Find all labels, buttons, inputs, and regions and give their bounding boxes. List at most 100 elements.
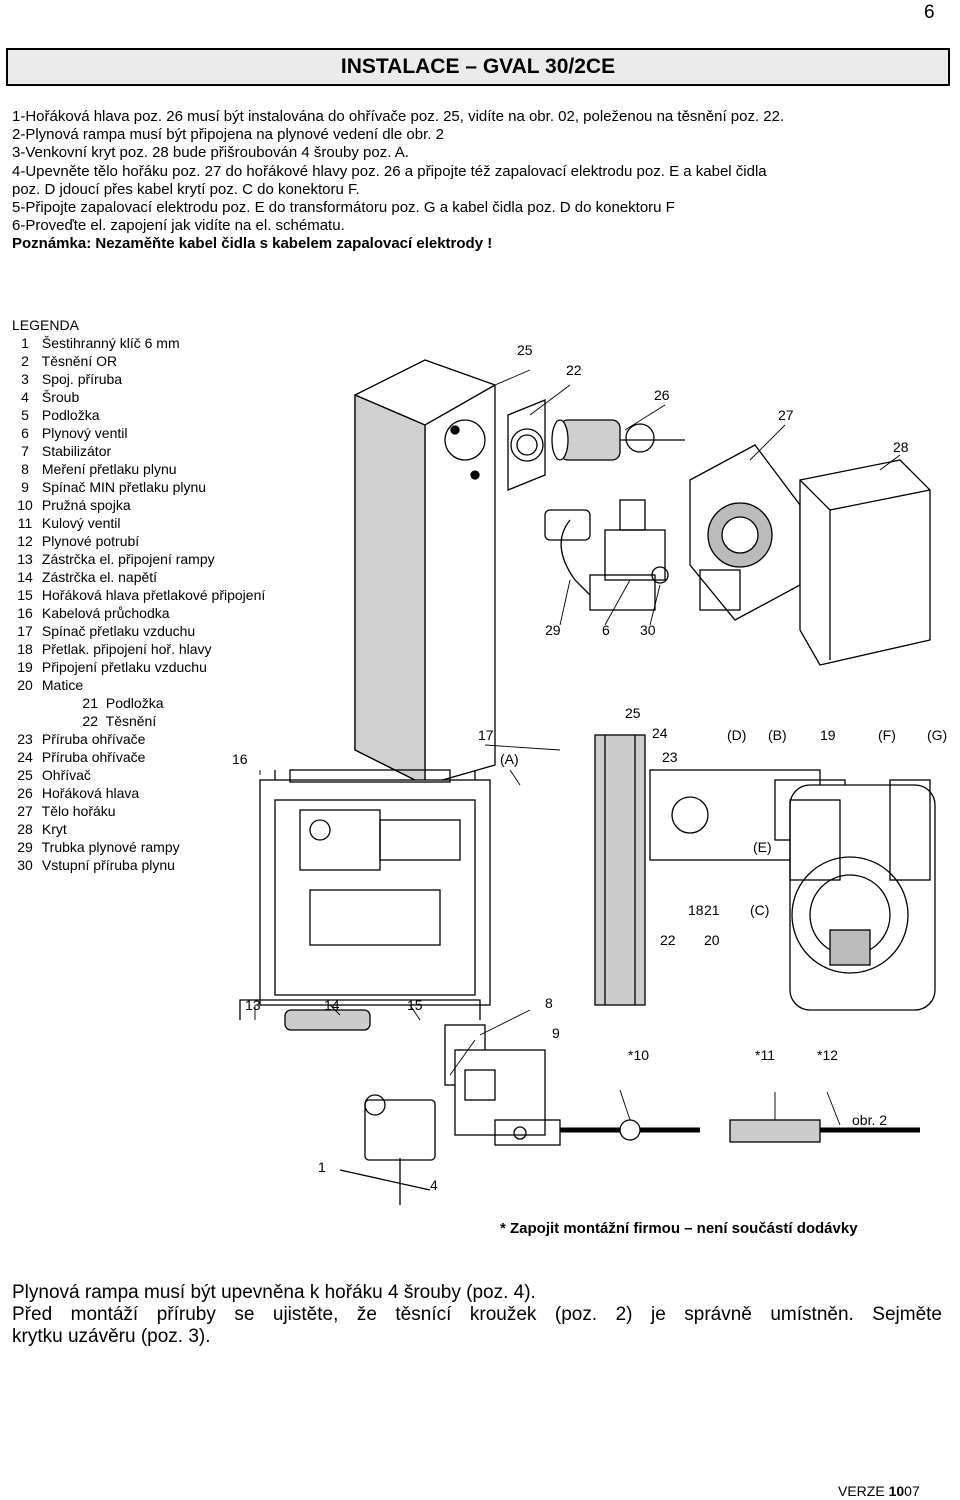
supply-note: * Zapojit montážní firmou – není součást… (500, 1220, 858, 1237)
version-label: VERZE 1007 (838, 1483, 920, 1499)
legend-item-label: Plynové potrubí (41, 533, 140, 549)
bottom-line-2: Před montáží příruby se ujistěte, že těs… (12, 1304, 942, 1325)
callout-18: 18 (688, 902, 704, 918)
heater-box (354, 359, 496, 787)
legend-item-number: 14 (17, 569, 33, 585)
bottom-line-3: krytku uzávěru (poz. 3). (12, 1326, 211, 1347)
legend-item-label: Meření přetlaku plynu (41, 461, 177, 477)
callout-27: 27 (778, 407, 794, 423)
callout-23: 23 (662, 749, 678, 765)
legend-item-number: 12 (17, 533, 33, 549)
callout-14: 14 (324, 997, 340, 1013)
legend-item-number: 26 (17, 785, 33, 801)
legend-item: 17 Spínač přetlaku vzduchu (12, 622, 265, 640)
callout-4: 4 (430, 1177, 438, 1193)
legend-item-label: Spoj. příruba (41, 371, 123, 387)
callout-22b: 22 (660, 932, 676, 948)
callout-29: 29 (545, 622, 561, 638)
legend-item-label: Kulový ventil (41, 515, 121, 531)
legend-item: 9 Spínač MIN přetlaku plynu (12, 478, 265, 496)
legend-item: 30 Vstupní příruba plynu (12, 856, 265, 874)
version-suffix: 07 (904, 1483, 920, 1499)
legend-item-number: 20 (17, 677, 33, 693)
legend-item: 24 Příruba ohřívače (12, 748, 265, 766)
instruction-line: 4-Upevněte tělo hořáku poz. 27 do hořáko… (12, 162, 767, 180)
callout-B: (B) (768, 727, 787, 743)
warning-note: Poznámka: Nezaměňte kabel čidla s kabele… (12, 235, 493, 253)
legend-item: 20 Matice (12, 676, 265, 694)
legend-item-number: 16 (17, 605, 33, 621)
legend-item-number: 6 (21, 425, 29, 441)
callout-A: (A) (500, 751, 519, 767)
burner-cover (799, 459, 931, 666)
callout-9: 9 (552, 1025, 560, 1041)
callout-D: (D) (727, 727, 746, 743)
callout-13: 13 (245, 997, 261, 1013)
legend-item-label: Matice (41, 677, 84, 693)
callout-G: (G) (927, 727, 947, 743)
instruction-line: 5-Připojte zapalovací elektrodu poz. E d… (12, 199, 675, 217)
burner-head (551, 419, 685, 461)
legend-item-number: 25 (17, 767, 33, 783)
gas-train-small (544, 499, 669, 611)
legend-item: 22 Těsnění (12, 712, 265, 730)
callout-6: 6 (602, 622, 610, 638)
legend-item: 13 Zástrčka el. připojení rampy (12, 550, 265, 568)
callout-24: 24 (652, 725, 668, 741)
legend-item-label: Pružná spojka (41, 497, 131, 513)
legend-item-label: Trubka plynové rampy (41, 839, 180, 855)
legend-item: 18 Přetlak. připojení hoř. hlavy (12, 640, 265, 658)
legend-item-number: 15 (17, 587, 33, 603)
legend-item: 15 Hořáková hlava přetlakové připojení (12, 586, 265, 604)
legend-item-label: Šroub (41, 389, 80, 405)
legend-item-label: Přetlak. připojení hoř. hlavy (41, 641, 212, 657)
burner-front-view (259, 769, 491, 1006)
instruction-line: 3-Venkovní kryt poz. 28 bude přišroubová… (12, 144, 409, 162)
legend-item: 19 Připojení přetlaku vzduchu (12, 658, 265, 676)
callout-10: *10 (628, 1047, 649, 1063)
page-number: 6 (924, 2, 935, 23)
legend-item-number: 1 (21, 335, 29, 351)
callout-C: (C) (750, 902, 769, 918)
legend-item-label: Plynový ventil (41, 425, 128, 441)
legend-item-label: Hořáková hlava přetlakové připojení (41, 587, 266, 603)
callout-21: 21 (704, 902, 720, 918)
legend-item-number: 8 (21, 461, 29, 477)
version-bold: 10 (888, 1483, 905, 1499)
instruction-line: 1-Hořáková hlava poz. 26 musí být instal… (12, 108, 785, 125)
legend-item-label: Spínač přetlaku vzduchu (41, 623, 196, 639)
callout-26: 26 (654, 387, 670, 403)
legend-item: 10 Pružná spojka (12, 496, 265, 514)
burner-installation-drawing: 25 22 26 27 28 29 6 30 25 17 (A) 16 24 2… (232, 342, 947, 1205)
legend-item-number: 3 (21, 371, 29, 387)
legend-item: 7 Stabilizátor (12, 442, 265, 460)
legend-item: 11 Kulový ventil (12, 514, 265, 532)
callout-11: *11 (755, 1047, 775, 1063)
instruction-line: 2-Plynová rampa musí být připojena na pl… (12, 126, 444, 144)
callout-8: 8 (545, 995, 553, 1011)
title-box: INSTALACE – GVAL 30/2CE (6, 48, 950, 86)
version-prefix: VERZE (838, 1483, 889, 1499)
instructions: 1-Hořáková hlava poz. 26 musí být instal… (12, 108, 952, 254)
legend-item-number: 24 (17, 749, 33, 765)
gas-train-large (239, 999, 920, 1205)
legend-item: 2 Těsnění OR (12, 352, 265, 370)
legend-item-number: 19 (17, 659, 33, 675)
legend-item-number: 28 (17, 821, 33, 837)
legend-item-number: 4 (21, 389, 29, 405)
gasket-flange (507, 399, 546, 491)
leader-lines (254, 369, 901, 1126)
legend-item-number: 27 (17, 803, 33, 819)
legend-item: 6 Plynový ventil (12, 424, 265, 442)
callout-F: (F) (878, 727, 896, 743)
callout-20: 20 (704, 932, 720, 948)
callout-28: 28 (893, 439, 909, 455)
legend-item: 1 Šestihranný klíč 6 mm (12, 334, 265, 352)
legend-item-number: 10 (17, 497, 33, 513)
legend-item: 23 Příruba ohřívače (12, 730, 265, 748)
legend-item-number: 29 (17, 839, 33, 855)
legend-title: LEGENDA (12, 317, 79, 333)
legend-item: 25 Ohřívač (12, 766, 265, 784)
legend-item-label: Příruba ohřívače (41, 749, 146, 765)
